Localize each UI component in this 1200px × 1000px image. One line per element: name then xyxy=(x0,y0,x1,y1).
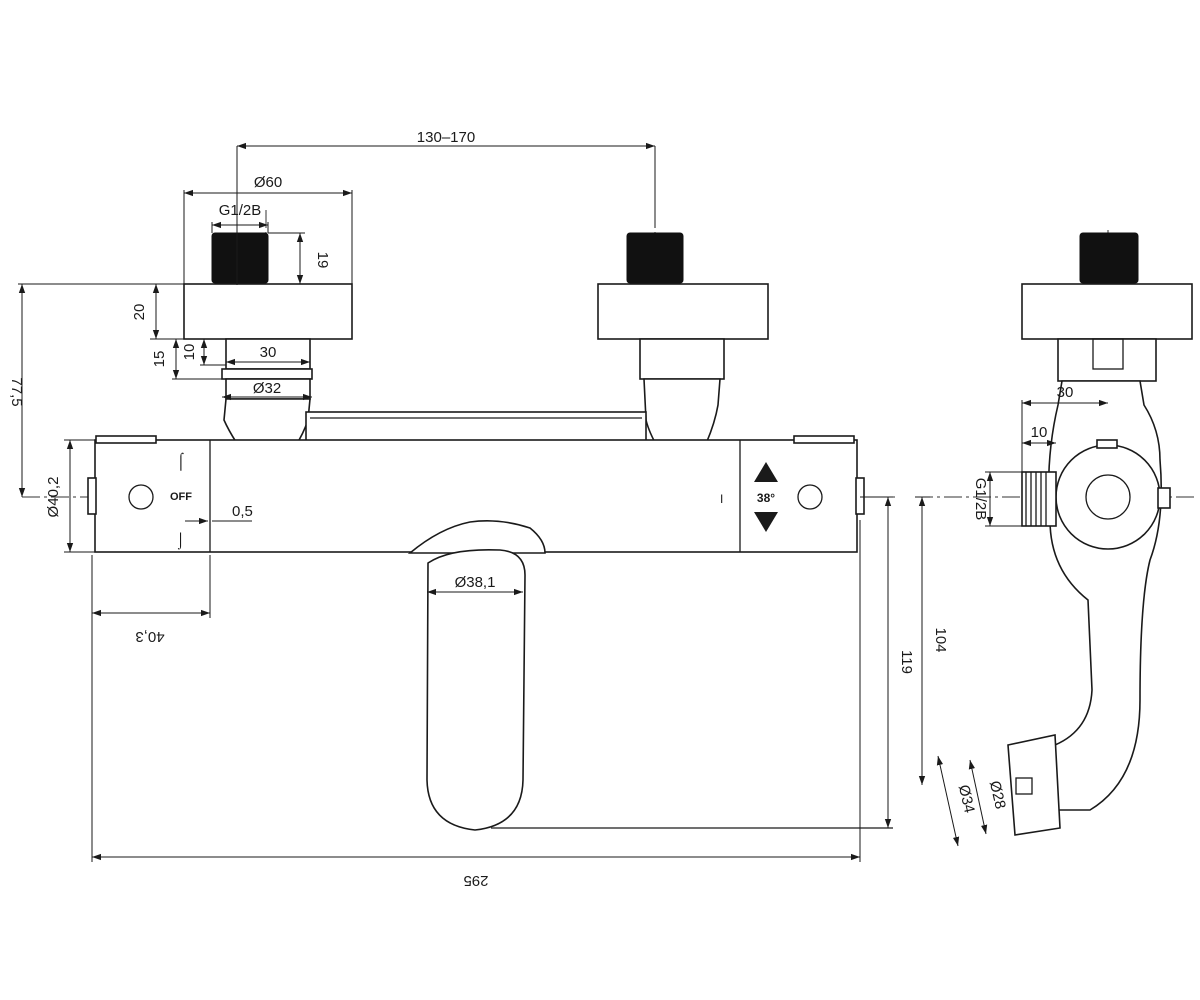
right-nut xyxy=(639,338,725,380)
side-inner-circle xyxy=(1085,474,1131,520)
dim-thread-front: G1/2B xyxy=(219,202,262,219)
tap-symbol: ⌡ xyxy=(176,532,185,550)
side-dim-width: 30 xyxy=(1057,384,1074,401)
dim-flange-diameter: Ø60 xyxy=(254,174,282,191)
side-dim-line-34 xyxy=(936,755,960,847)
dim-offset-10: 10 xyxy=(181,344,198,361)
shower-symbol: ⌠ xyxy=(176,452,186,472)
dim-body-diameter: Ø40,2 xyxy=(45,477,62,518)
side-inlet xyxy=(1021,471,1057,527)
side-dim-height: 104 xyxy=(932,627,949,652)
spout xyxy=(426,548,526,831)
front-view: OFF ⌠ ⌡ 38° I 130–170 Ø60 G1/2B 19 xyxy=(8,129,915,889)
right-end-cap xyxy=(855,477,865,515)
dim-130-170: 130–170 xyxy=(417,129,475,146)
side-dim-outlet-28: Ø28 xyxy=(986,779,1009,810)
dim-spout-height: 119 xyxy=(898,650,915,674)
temp-down-arrow xyxy=(754,512,778,532)
right-knob-screw xyxy=(797,484,823,510)
side-outlet xyxy=(1007,734,1061,836)
spout-collar xyxy=(407,520,546,554)
left-thread xyxy=(211,232,269,284)
side-top-notch xyxy=(1096,439,1118,449)
side-dim-thread: G1/2B xyxy=(972,478,989,521)
dim-thread-height: 19 xyxy=(314,252,331,269)
dim-flange-height: 20 xyxy=(131,304,148,321)
dim-handle-length: 40,3 xyxy=(135,628,164,645)
right-connector xyxy=(597,232,769,487)
left-knob-screw xyxy=(128,484,154,510)
left-end-cap xyxy=(87,477,97,515)
dim-gap: 0,5 xyxy=(232,503,253,520)
dim-nut-diameter: Ø32 xyxy=(253,380,281,397)
side-dim-outlet-34: Ø34 xyxy=(955,783,978,814)
dim-overall-height: 77,5 xyxy=(8,377,25,406)
left-ring xyxy=(221,368,313,380)
dim-nut-width: 30 xyxy=(260,344,277,361)
temperature-label: 38° xyxy=(757,491,775,505)
side-outlet-detail xyxy=(1015,777,1033,795)
right-flange xyxy=(597,283,769,340)
side-dim-line-28 xyxy=(968,759,988,835)
temp-up-arrow xyxy=(754,462,778,482)
dim-overall-length: 295 xyxy=(463,872,488,889)
side-body-circle xyxy=(1055,444,1161,550)
right-thread xyxy=(626,232,684,284)
left-flange xyxy=(183,283,353,340)
side-nut xyxy=(1057,338,1157,382)
side-view: 30 10 G1/2B 104 Ø34 Ø28 xyxy=(915,230,1195,847)
mark-label: I xyxy=(720,492,723,506)
side-right-stub xyxy=(1157,487,1171,509)
left-knob-cap xyxy=(95,435,157,444)
off-label: OFF xyxy=(170,491,192,503)
side-dim-offset: 10 xyxy=(1031,424,1048,441)
side-inlet-threads xyxy=(1025,472,1047,526)
side-nut-detail xyxy=(1092,338,1124,370)
main-body: OFF ⌠ ⌡ 38° I xyxy=(87,435,865,553)
dim-offset-15: 15 xyxy=(151,351,168,368)
side-thread xyxy=(1079,232,1139,284)
dim-spout-diameter: Ø38,1 xyxy=(455,574,496,591)
side-flange xyxy=(1021,283,1193,340)
right-knob-cap xyxy=(793,435,855,444)
